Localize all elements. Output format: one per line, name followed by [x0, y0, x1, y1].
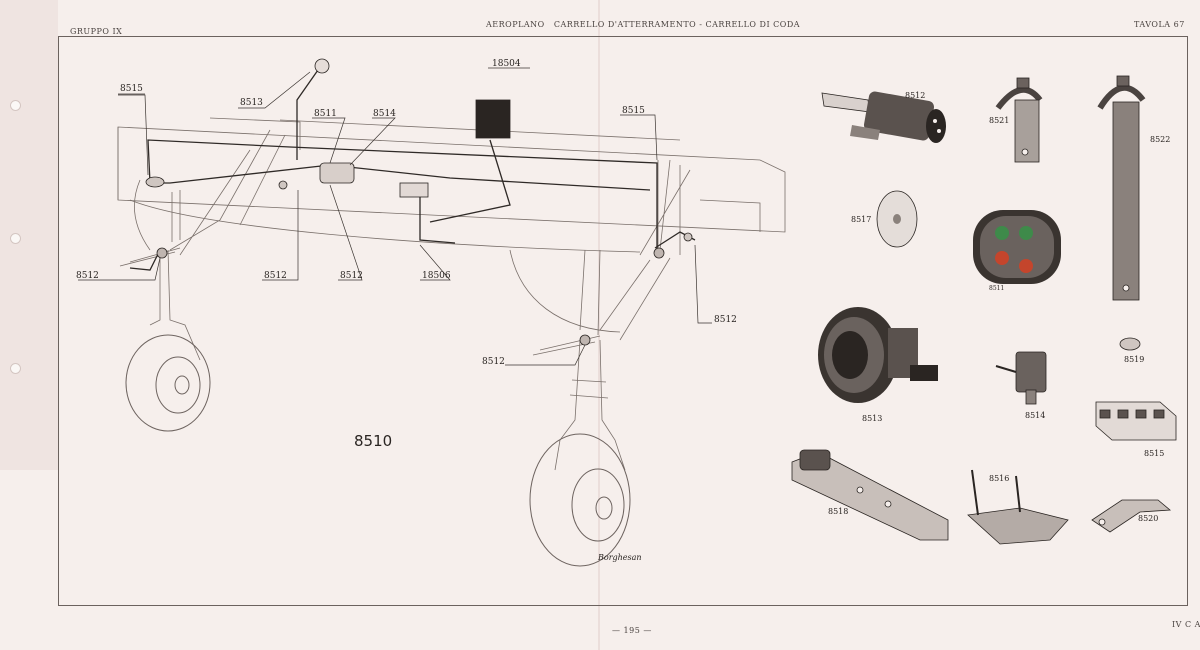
part-8517-disc [876, 190, 918, 248]
binder-hole [10, 100, 21, 111]
part-8518-bracket [791, 449, 949, 541]
label-8513: 8513 [240, 98, 263, 108]
part-8521-clamp [995, 77, 1043, 163]
part-8514-switch [995, 351, 1047, 405]
label-8512-c: 8512 [340, 271, 363, 281]
label-8511: 8511 [314, 109, 337, 119]
label-8515-left: 8515 [120, 84, 143, 94]
part-label-8520: 8520 [1138, 514, 1158, 523]
part-label-8517: 8517 [851, 215, 871, 224]
right-landing-leg [554, 339, 626, 471]
left-landing-leg [149, 249, 201, 361]
part-8519-bushing [1119, 337, 1141, 351]
panel-8511-small [319, 162, 355, 184]
part-label-8513: 8513 [862, 414, 882, 423]
left-wheel [125, 334, 211, 432]
relay-18504 [475, 99, 511, 139]
draftsman-signature: Borghesan [597, 553, 642, 562]
part-8520-bracket [1091, 499, 1172, 533]
part-label-8522: 8522 [1150, 135, 1170, 144]
horn-8513-small [314, 58, 330, 74]
part-8516-bracket [967, 469, 1069, 545]
part-label-8518: 8518 [828, 507, 848, 516]
plate-number: TAVOLA 67 [1134, 20, 1185, 29]
part-label-8512: 8512 [905, 91, 925, 100]
label-18506: 18506 [422, 271, 451, 281]
right-strut [599, 159, 691, 341]
label-8512-e: 8512 [482, 357, 505, 367]
part-label-8514: 8514 [1025, 411, 1045, 420]
part-label-8519: 8519 [1124, 355, 1144, 364]
part-8513-horn [818, 307, 938, 403]
part-label-8511: 8511 [989, 285, 1004, 292]
group-label: GRUPPO IX [70, 27, 123, 36]
part-8515-terminal-block [1095, 401, 1177, 441]
label-8512-b: 8512 [264, 271, 287, 281]
fold-line [598, 0, 600, 650]
part-label-8521: 8521 [989, 116, 1009, 125]
part-8522-clamp [1097, 75, 1146, 301]
wiring-harness [147, 139, 658, 250]
drawing-frame [58, 36, 1188, 606]
part-label-8515: 8515 [1144, 449, 1164, 458]
label-8512-d: 8512 [714, 315, 737, 325]
assembly-number: 8510 [354, 432, 392, 450]
binding-strip [0, 0, 58, 470]
page-number: — 195 — [612, 626, 652, 635]
left-strut [169, 129, 286, 256]
junction-box [399, 182, 429, 198]
label-8512-a: 8512 [76, 271, 99, 281]
part-8512-plug [821, 91, 946, 143]
binder-hole [10, 233, 21, 244]
label-8515-right: 8515 [622, 106, 645, 116]
right-wheel [529, 433, 631, 567]
socket-8515 [145, 176, 165, 188]
part-8511-light-panel [973, 210, 1061, 284]
binder-hole [10, 363, 21, 374]
label-18504: 18504 [492, 59, 521, 69]
sheet-title: AEROPLANO CARRELLO D'ATTERRAMENTO - CARR… [486, 20, 801, 29]
fuselage-outline [117, 126, 786, 233]
publisher-code: IV C A [1172, 620, 1200, 629]
label-8514: 8514 [373, 109, 396, 119]
part-label-8516: 8516 [989, 474, 1009, 483]
